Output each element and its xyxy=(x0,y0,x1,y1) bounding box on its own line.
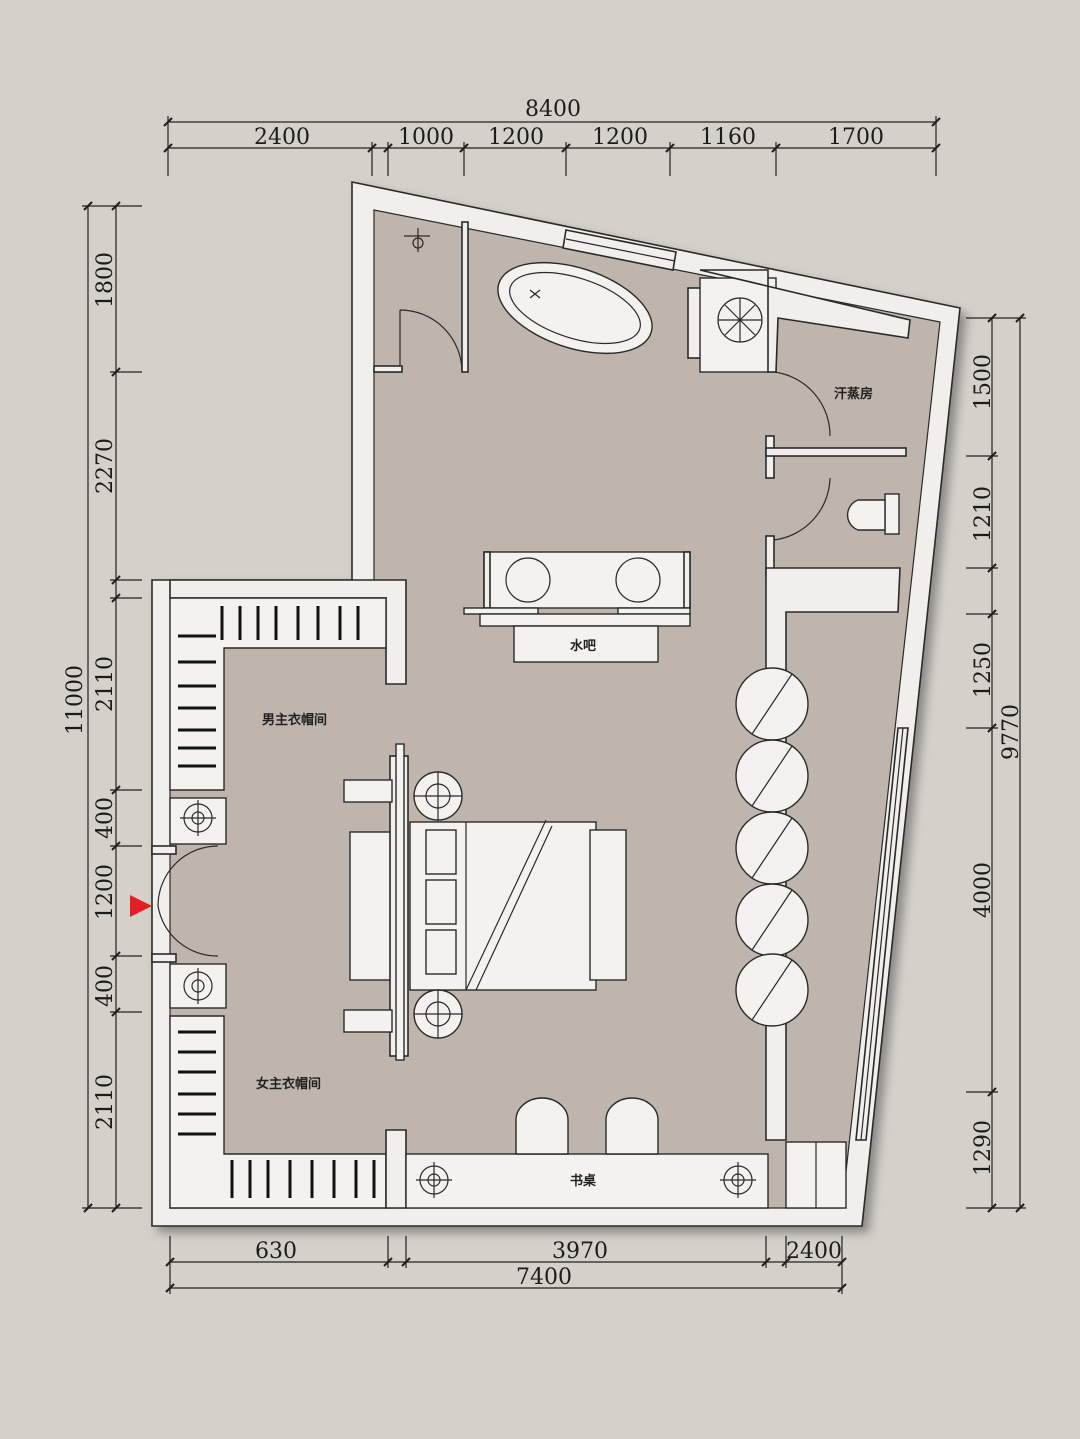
mens-wardrobe xyxy=(169,597,387,845)
dim-left-seg-4: 400 xyxy=(93,797,118,839)
dim-top-total: 8400 xyxy=(525,97,581,122)
desk xyxy=(405,1153,769,1209)
right-window xyxy=(855,727,909,1141)
dim-left-seg-3: 2110 xyxy=(93,656,118,712)
womens-hangers xyxy=(178,1030,376,1198)
corner-cabinet xyxy=(785,1141,847,1209)
chair-icon xyxy=(515,1097,659,1155)
dim-bottom-seg-3: 2400 xyxy=(786,1239,842,1264)
room-label-womens-closet: 女主衣帽间 xyxy=(256,1076,321,1092)
bed xyxy=(343,743,627,1061)
shower-partition xyxy=(373,221,469,373)
dim-left-seg-1: 1800 xyxy=(93,252,118,308)
dim-left-seg-2: 2270 xyxy=(93,438,118,494)
dim-right-seg-3: 1250 xyxy=(971,642,996,698)
round-glass-panels xyxy=(735,667,809,1027)
room-label-sauna: 汗蒸房 xyxy=(834,386,873,402)
dim-top-seg-1: 2400 xyxy=(254,125,310,150)
dim-bottom-seg-2: 3970 xyxy=(552,1239,608,1264)
dim-top-seg-3: 1200 xyxy=(488,125,544,150)
mens-hangers xyxy=(178,606,360,768)
dim-bottom-total: 7400 xyxy=(516,1265,572,1290)
room-label-mens-closet: 男主衣帽间 xyxy=(262,712,327,728)
dim-top-seg-4: 1200 xyxy=(592,125,648,150)
dim-top-seg-5: 1160 xyxy=(700,125,756,150)
dim-right-total: 9770 xyxy=(999,704,1024,760)
sauna-walls xyxy=(699,269,911,1141)
entrance-door xyxy=(151,845,219,963)
entrance-arrow-icon xyxy=(130,895,152,917)
bathtub xyxy=(497,261,653,355)
water-bar-counter xyxy=(463,551,691,663)
room-label-desk: 书桌 xyxy=(570,1173,597,1189)
dim-left-total: 11000 xyxy=(63,665,88,735)
room-label-water-bar: 水吧 xyxy=(570,638,596,654)
floor-area xyxy=(169,209,941,1209)
sauna-stove xyxy=(687,277,777,373)
dim-right-seg-4: 4000 xyxy=(971,862,996,918)
right-dimension-lines xyxy=(966,313,1026,1213)
dim-right-seg-2: 1210 xyxy=(971,486,996,542)
closet-partition-bottom xyxy=(385,1129,407,1209)
dim-bottom-seg-1: 630 xyxy=(255,1239,297,1264)
toilet xyxy=(846,493,900,535)
dim-right-seg-1: 1500 xyxy=(971,354,996,410)
left-dimension-lines xyxy=(82,201,142,1213)
dim-right-seg-5: 1290 xyxy=(971,1120,996,1176)
dim-left-seg-6: 400 xyxy=(93,965,118,1007)
bottom-dimension-lines xyxy=(165,1236,847,1294)
top-dimension-lines xyxy=(163,116,941,176)
dim-top-seg-2: 1000 xyxy=(398,125,454,150)
shower-icon xyxy=(404,228,430,252)
dim-left-seg-5: 1200 xyxy=(93,864,118,920)
dim-top-seg-6: 1700 xyxy=(828,125,884,150)
nightstand-lamp-icon xyxy=(413,771,463,1039)
dim-left-seg-7: 2110 xyxy=(93,1074,118,1130)
top-window xyxy=(562,229,677,271)
